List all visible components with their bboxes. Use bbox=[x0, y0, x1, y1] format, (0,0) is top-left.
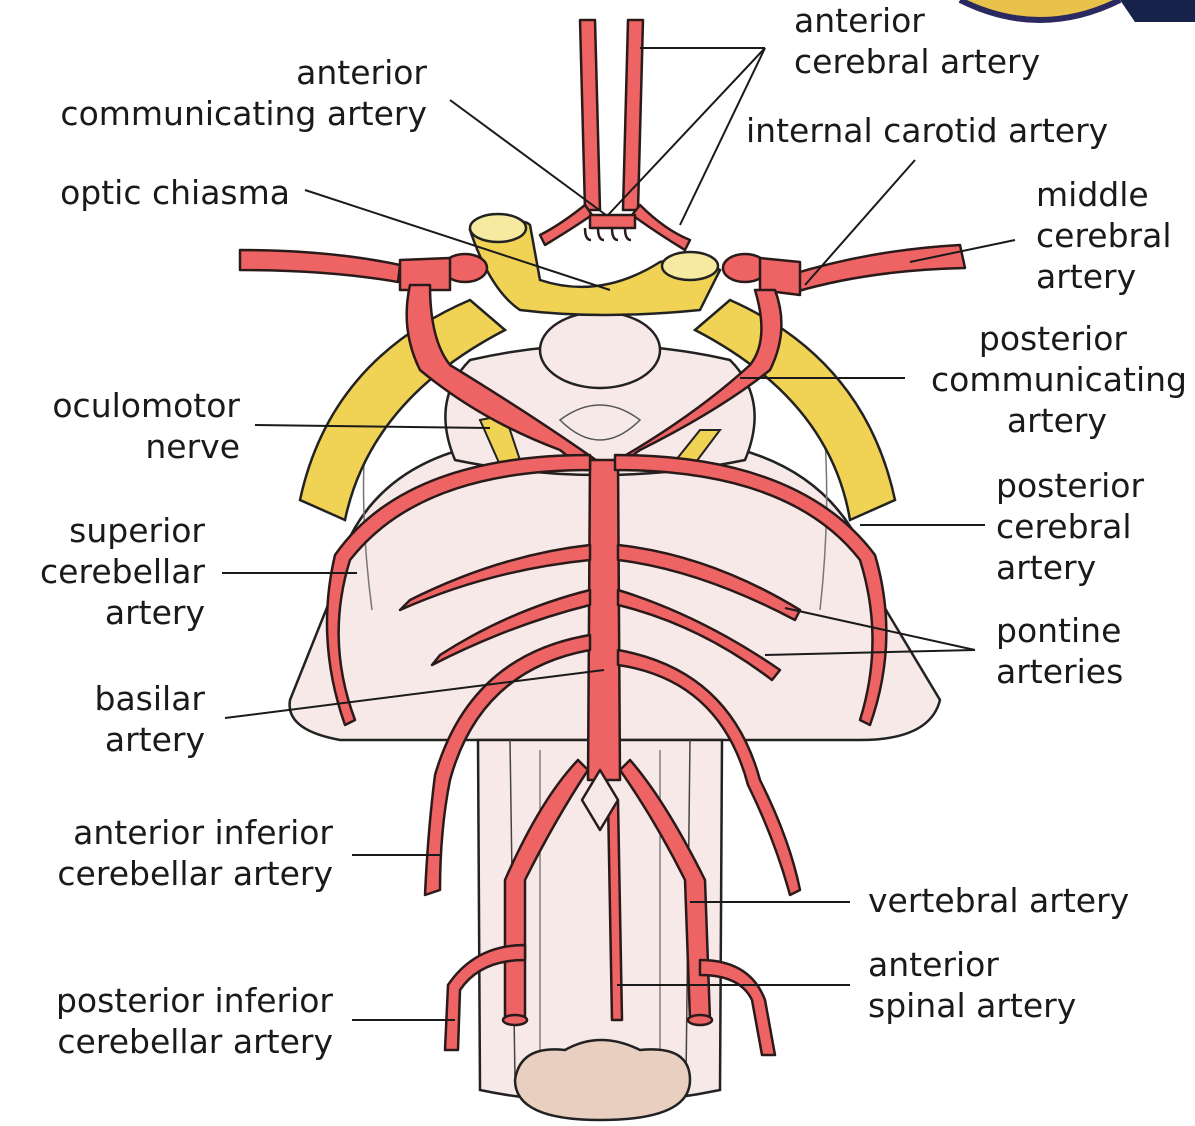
label-text: artery bbox=[996, 547, 1144, 588]
label-anterior-cerebral-artery: anterior cerebral artery bbox=[794, 0, 1040, 82]
label-oculomotor-nerve: oculomotor nerve bbox=[52, 385, 240, 467]
label-text: basilar bbox=[95, 678, 206, 719]
label-text: cerebellar bbox=[40, 551, 205, 592]
label-text: cerebellar artery bbox=[57, 853, 333, 894]
label-text: arteries bbox=[996, 651, 1123, 692]
label-text: artery bbox=[40, 592, 205, 633]
label-text: middle bbox=[1036, 174, 1172, 215]
mammillary-region bbox=[540, 312, 660, 388]
label-text: posterior bbox=[931, 318, 1187, 359]
label-internal-carotid-artery: internal carotid artery bbox=[746, 110, 1108, 151]
label-text: anterior bbox=[60, 52, 427, 93]
label-text: internal carotid artery bbox=[746, 110, 1108, 151]
label-text: anterior inferior bbox=[57, 812, 333, 853]
label-text: oculomotor bbox=[52, 385, 240, 426]
label-pontine-arteries: pontine arteries bbox=[996, 610, 1123, 692]
label-text: communicating bbox=[931, 359, 1187, 400]
label-text: nerve bbox=[52, 426, 240, 467]
label-text: artery bbox=[95, 719, 206, 760]
label-text: artery bbox=[1036, 256, 1172, 297]
label-superior-cerebellar-artery: superior cerebellar artery bbox=[40, 510, 205, 633]
label-text: optic chiasma bbox=[60, 172, 290, 213]
medulla-cut-end bbox=[515, 1040, 690, 1120]
label-text: cerebral bbox=[1036, 215, 1172, 256]
label-anterior-spinal-artery: anterior spinal artery bbox=[868, 944, 1076, 1026]
label-text: superior bbox=[40, 510, 205, 551]
label-anterior-communicating-artery: anterior communicating artery bbox=[60, 52, 427, 134]
label-vertebral-artery: vertebral artery bbox=[868, 880, 1129, 921]
label-anterior-inferior-cerebellar-artery: anterior inferior cerebellar artery bbox=[57, 812, 333, 894]
label-text: anterior bbox=[868, 944, 1076, 985]
label-text: pontine bbox=[996, 610, 1123, 651]
label-text: vertebral artery bbox=[868, 880, 1129, 921]
label-text: spinal artery bbox=[868, 985, 1076, 1026]
label-text: communicating artery bbox=[60, 93, 427, 134]
label-text: cerebral bbox=[996, 506, 1144, 547]
label-posterior-inferior-cerebellar-artery: posterior inferior cerebellar artery bbox=[56, 980, 333, 1062]
label-text: cerebellar artery bbox=[56, 1021, 333, 1062]
label-text: anterior bbox=[794, 0, 1040, 41]
label-text: posterior bbox=[996, 465, 1144, 506]
label-text: artery bbox=[931, 400, 1187, 441]
label-middle-cerebral-artery: middle cerebral artery bbox=[1036, 174, 1172, 297]
label-text: cerebral artery bbox=[794, 41, 1040, 82]
label-posterior-cerebral-artery: posterior cerebral artery bbox=[996, 465, 1144, 588]
label-text: posterior inferior bbox=[56, 980, 333, 1021]
label-basilar-artery: basilar artery bbox=[95, 678, 206, 760]
label-posterior-communicating-artery: posterior communicating artery bbox=[931, 318, 1187, 441]
label-optic-chiasma: optic chiasma bbox=[60, 172, 290, 213]
